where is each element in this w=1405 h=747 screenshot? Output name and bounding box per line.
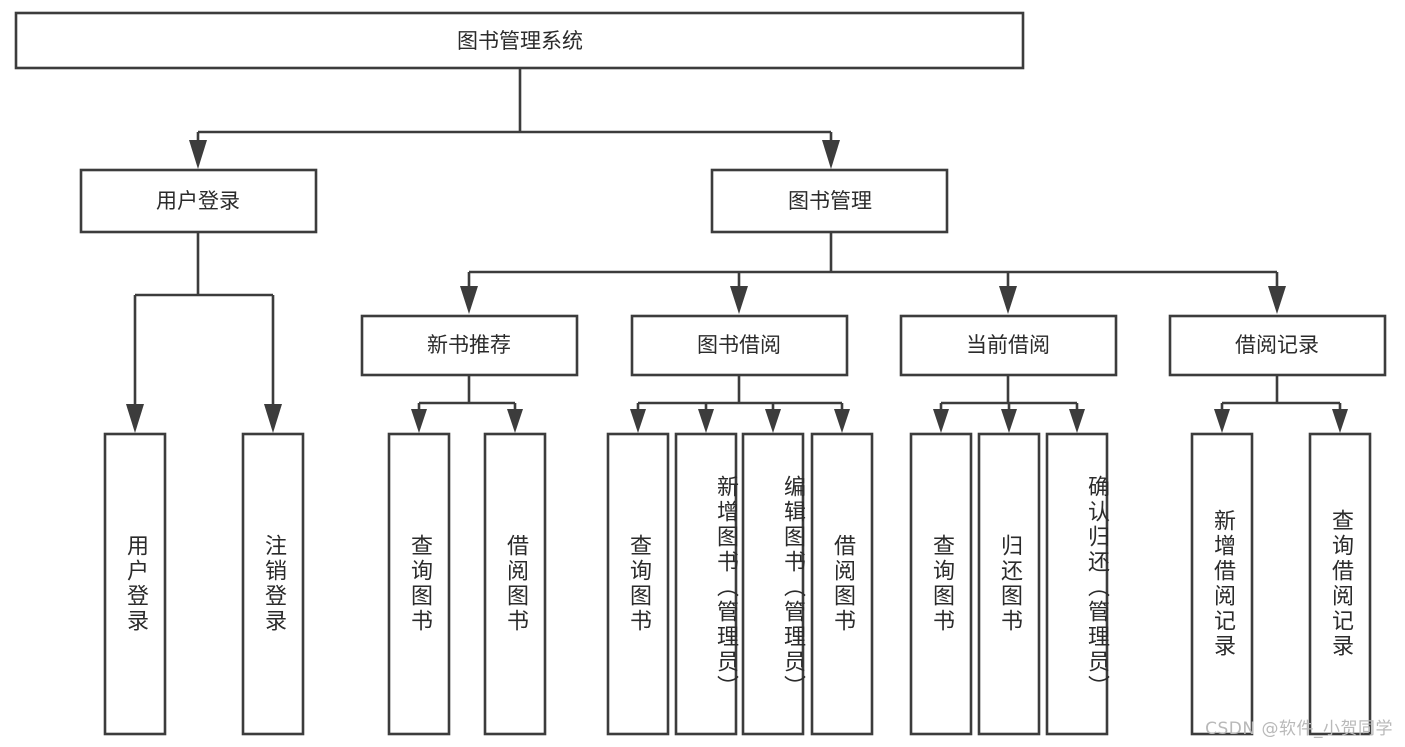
- node-user-login-label: 用户登录: [156, 189, 240, 213]
- leaf-borrow-book-recommend[interactable]: [483, 432, 547, 736]
- leaf-query-borrow-record[interactable]: [1308, 432, 1372, 736]
- arrow-head-leaf-logout: [264, 404, 282, 433]
- leaf-query-book-borrow[interactable]: [606, 432, 670, 736]
- leaf-add-book-admin[interactable]: [674, 432, 738, 736]
- arrow-head-newbook: [460, 286, 478, 314]
- leaf-return-book[interactable]: [977, 432, 1041, 736]
- arrow-head-borrow: [730, 286, 748, 314]
- node-book-borrow-label: 图书借阅: [697, 333, 781, 357]
- arrow-head-current-leaf-2: [1001, 409, 1017, 433]
- node-root[interactable]: [14, 11, 1025, 70]
- connectors-record-to-leaves: [1214, 375, 1348, 433]
- arrow-head-record: [1268, 286, 1286, 314]
- leaf-user-login[interactable]: [103, 432, 167, 736]
- arrow-head-current: [999, 286, 1017, 314]
- leaf-add-borrow-record[interactable]: [1190, 432, 1254, 736]
- arrow-head-user-login: [189, 140, 207, 169]
- node-user-login[interactable]: [79, 168, 318, 234]
- leaf-logout[interactable]: [241, 432, 305, 736]
- arrow-head-record-leaf-2: [1332, 409, 1348, 433]
- node-new-book-recommend[interactable]: [360, 314, 579, 377]
- node-book-borrow[interactable]: [630, 314, 849, 377]
- connectors-root-to-level2: [189, 68, 840, 169]
- leaf-query-book-recommend[interactable]: [387, 432, 451, 736]
- arrow-head-book-mgmt: [822, 140, 840, 169]
- leaf-borrow-book[interactable]: [810, 432, 874, 736]
- arrow-head-leaf-user-login: [126, 404, 144, 433]
- connectors-userlogin-to-leaves: [126, 232, 282, 433]
- node-borrow-record[interactable]: [1168, 314, 1387, 377]
- arrow-head-record-leaf-1: [1214, 409, 1230, 433]
- leaf-edit-book-admin[interactable]: [741, 432, 805, 736]
- arrow-head-borrow-leaf-1: [630, 409, 646, 433]
- arrow-head-borrow-leaf-2: [698, 409, 714, 433]
- connectors-borrow-to-leaves: [630, 375, 850, 433]
- leaf-confirm-return-admin[interactable]: [1045, 432, 1109, 736]
- arrow-head-current-leaf-1: [933, 409, 949, 433]
- node-borrow-record-label: 借阅记录: [1235, 333, 1319, 357]
- watermark-text: CSDN @软件_小贺同学: [1205, 719, 1393, 739]
- node-root-label: 图书管理系统: [457, 29, 583, 53]
- leaf-query-book-current[interactable]: [909, 432, 973, 736]
- arrow-head-borrow-leaf-3: [765, 409, 781, 433]
- arrow-head-newbook-leaf-1: [411, 409, 427, 433]
- connectors-bookmgmt-to-level3: [460, 232, 1286, 314]
- node-book-management-label: 图书管理: [788, 189, 872, 213]
- connectors-current-to-leaves: [933, 375, 1085, 433]
- node-current-borrow[interactable]: [899, 314, 1118, 377]
- node-current-borrow-label: 当前借阅: [966, 333, 1050, 357]
- connectors-newbook-to-leaves: [411, 375, 523, 433]
- arrow-head-borrow-leaf-4: [834, 409, 850, 433]
- arrow-head-current-leaf-3: [1069, 409, 1085, 433]
- node-new-book-recommend-label: 新书推荐: [427, 333, 511, 357]
- arrow-head-newbook-leaf-2: [507, 409, 523, 433]
- node-book-management[interactable]: [710, 168, 949, 234]
